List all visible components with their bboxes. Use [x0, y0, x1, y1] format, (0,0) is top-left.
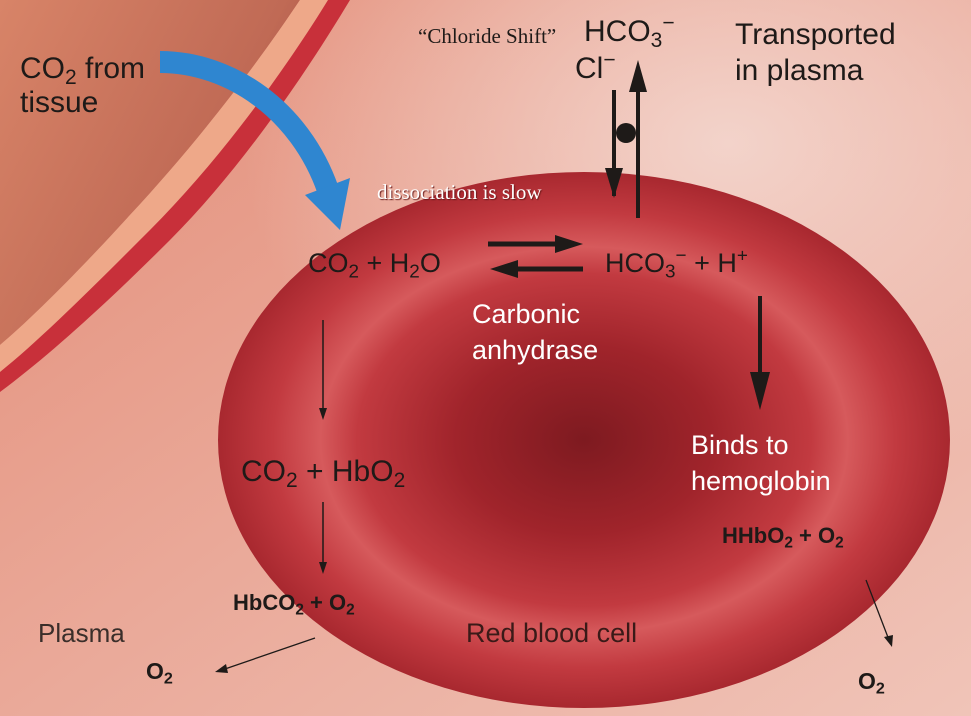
from-text: from — [76, 52, 146, 85]
subscript: 2 — [295, 601, 304, 619]
subscript: 2 — [835, 534, 844, 552]
subscript: 2 — [286, 468, 298, 492]
superscript: − — [603, 48, 616, 72]
dissociation-label: dissociation is slow — [377, 180, 542, 204]
hco3-text: HCO — [584, 15, 651, 48]
plasma-label: Plasma — [38, 618, 125, 648]
h-binds-arrowhead — [750, 372, 770, 410]
transported-line2: in plasma — [735, 54, 864, 87]
co2-text: CO — [241, 455, 286, 488]
transported-line1: Transported — [735, 18, 896, 51]
cl-text: Cl — [575, 52, 604, 85]
o2-release-right-arrow — [865, 579, 890, 641]
chloride-shift-label: “Chloride Shift” — [418, 24, 557, 48]
co2-to-hbo2-arrowhead — [319, 408, 327, 420]
co2-entry-arrow — [159, 51, 339, 194]
subscript: 2 — [348, 261, 360, 283]
carbonic-anhydrase-label: Carbonic anhydrase — [472, 296, 598, 368]
reverse-arrowhead — [490, 260, 518, 278]
reaction-right: HCO3− + H+ — [605, 247, 748, 282]
hbo2-to-hbco2-arrowhead — [319, 562, 327, 574]
o2-text: O — [858, 668, 876, 694]
h-text: + H — [686, 248, 737, 278]
o2-release-left-arrowhead — [215, 664, 228, 673]
o2-right-label: O2 — [858, 668, 885, 697]
tissue-text: tissue — [20, 86, 99, 119]
co2-from-tissue-label: CO2 from tissue — [20, 52, 145, 120]
superscript: − — [662, 11, 675, 35]
o2-text: O — [146, 658, 164, 684]
o2-text: + O — [303, 590, 347, 615]
co2-text: CO — [308, 248, 349, 278]
hco3-out-arrowhead — [629, 60, 647, 92]
enzyme-line1: Carbonic — [472, 299, 581, 329]
o-text: O — [419, 248, 441, 278]
co2-entry-arrowhead — [305, 178, 350, 230]
subscript: 2 — [409, 261, 420, 283]
subscript: 2 — [65, 65, 77, 89]
subscript: 2 — [163, 669, 173, 688]
red-blood-cell-label: Red blood cell — [466, 618, 638, 648]
red-blood-cell — [218, 172, 950, 708]
subscript: 2 — [784, 534, 793, 552]
co2-text: CO — [20, 52, 65, 85]
hbco2-text: HbCO — [233, 590, 296, 615]
o2-release-left-arrow — [221, 637, 316, 671]
enzyme-line2: anhydrase — [472, 335, 599, 365]
binds-line2: hemoglobin — [691, 466, 831, 496]
hbo2-text: + HbO — [297, 455, 394, 488]
hhbo2-label: HHbO2 + O2 — [722, 523, 844, 551]
subscript: 3 — [650, 28, 663, 52]
subscript: 2 — [875, 679, 885, 698]
hco3-text: HCO — [605, 248, 665, 278]
co2-hbo2-label: CO2 + HbO2 — [241, 455, 405, 491]
superscript: − — [675, 245, 687, 267]
cl-in-arrowhead — [605, 168, 623, 198]
cl-in-label: Cl− — [575, 49, 616, 85]
transported-label: Transported in plasma — [735, 17, 896, 89]
reaction-left: CO2 + H2O — [308, 248, 441, 282]
forward-arrowhead — [555, 235, 583, 253]
h2o-text: + H — [359, 248, 410, 278]
subscript: 3 — [665, 261, 676, 283]
binds-line1: Binds to — [691, 430, 789, 460]
hhbo2-text: HHbO — [722, 523, 785, 548]
hbco2-label: HbCO2 + O2 — [233, 590, 355, 618]
o2-release-right-arrowhead — [884, 635, 893, 647]
subscript: 2 — [393, 468, 406, 492]
hco3-out-label: HCO3− — [584, 12, 675, 50]
o2-text: + O — [792, 523, 836, 548]
superscript: + — [736, 245, 748, 267]
o2-left-label: O2 — [146, 658, 173, 687]
binds-to-hemoglobin-label: Binds to hemoglobin — [691, 427, 831, 499]
subscript: 2 — [346, 601, 355, 619]
chloride-exchanger-icon — [616, 123, 636, 143]
